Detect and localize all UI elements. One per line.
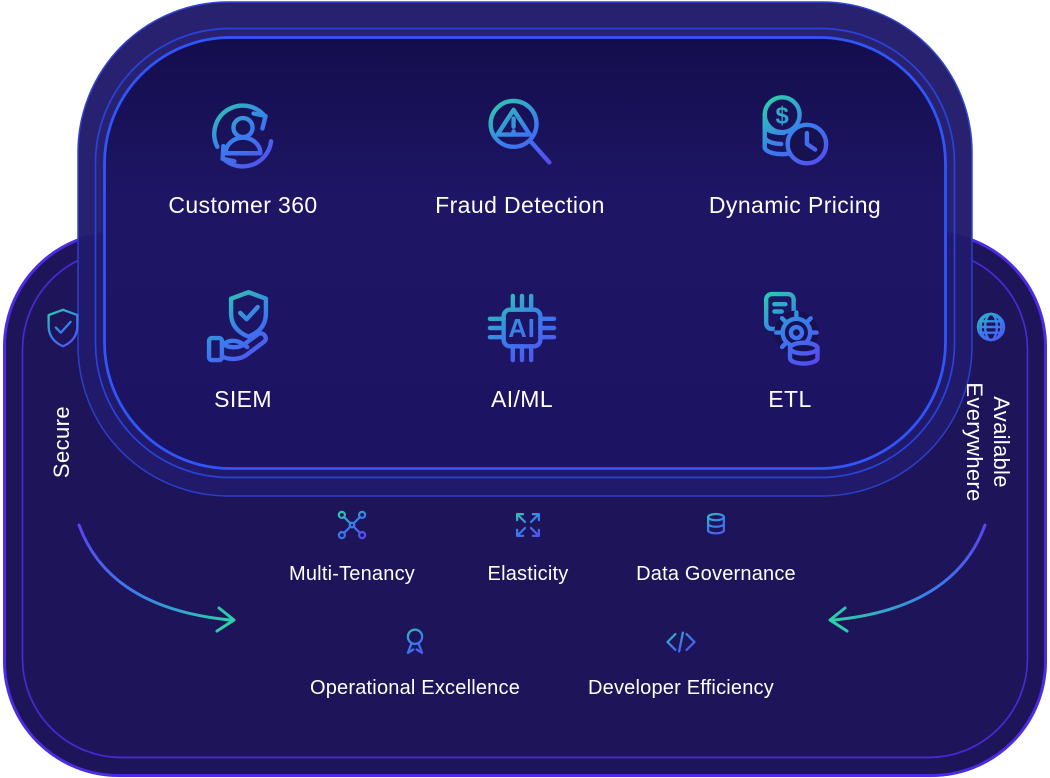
capability-data-governance: Data Governance [606,507,826,586]
capability-developer-efficiency: Developer Efficiency [571,624,791,700]
etl-icon [763,291,820,366]
multi-tenancy-icon [337,510,367,540]
use-case-label: Dynamic Pricing [708,192,882,218]
use-case-label: AI/ML [490,386,554,412]
use-case-label: Fraud Detection [435,192,605,218]
capability-multi-tenancy: Multi-Tenancy [242,507,462,586]
everywhere-line: Everywhere [962,382,987,502]
operational-excellence-icon [406,628,424,654]
capability-label: Developer Efficiency [588,677,774,699]
shield-check-icon [47,308,79,348]
ai-ml-icon: AI [487,293,557,363]
dynamic-pricing-icon: $ [762,95,829,166]
use-case-fraud-detection: Fraud Detection [385,90,655,219]
siem-icon [206,290,269,363]
capability-label: Elasticity [487,563,569,585]
use-case-label: ETL [768,386,812,412]
capability-operational-excellence: Operational Excellence [305,624,525,700]
secure-label: Secure [49,405,74,479]
left-curved-arrow [77,523,236,633]
use-case-customer-360: Customer 360 [108,90,378,219]
available-line: Available [989,396,1014,488]
use-case-etl: ETL [655,284,925,413]
capability-elasticity: Elasticity [418,507,638,586]
elasticity-icon [516,513,540,537]
use-case-label: SIEM [214,386,272,412]
fraud-detection-icon [488,98,552,165]
capability-label: Multi-Tenancy [289,563,415,585]
dollar-symbol: $ [776,102,789,129]
capability-label: Operational Excellence [309,677,521,699]
ai-chip-text: AI [508,315,536,343]
data-governance-icon [707,512,725,535]
use-case-label: Customer 360 [168,192,318,218]
capability-label: Data Governance [636,563,796,585]
inner-panel-bright-line [103,36,947,470]
customer-360-icon [212,103,274,169]
inner-panel-thin-line [94,27,956,479]
globe-icon [976,312,1006,342]
use-case-siem: SIEM [108,284,378,413]
developer-efficiency-icon [666,631,696,653]
use-case-dynamic-pricing: $ Dynamic Pricing [660,90,930,219]
right-curved-arrow [828,523,987,633]
use-case-ai-ml: AI AI/ML [387,284,657,413]
available-everywhere-label: Available Everywhere [961,367,1015,517]
